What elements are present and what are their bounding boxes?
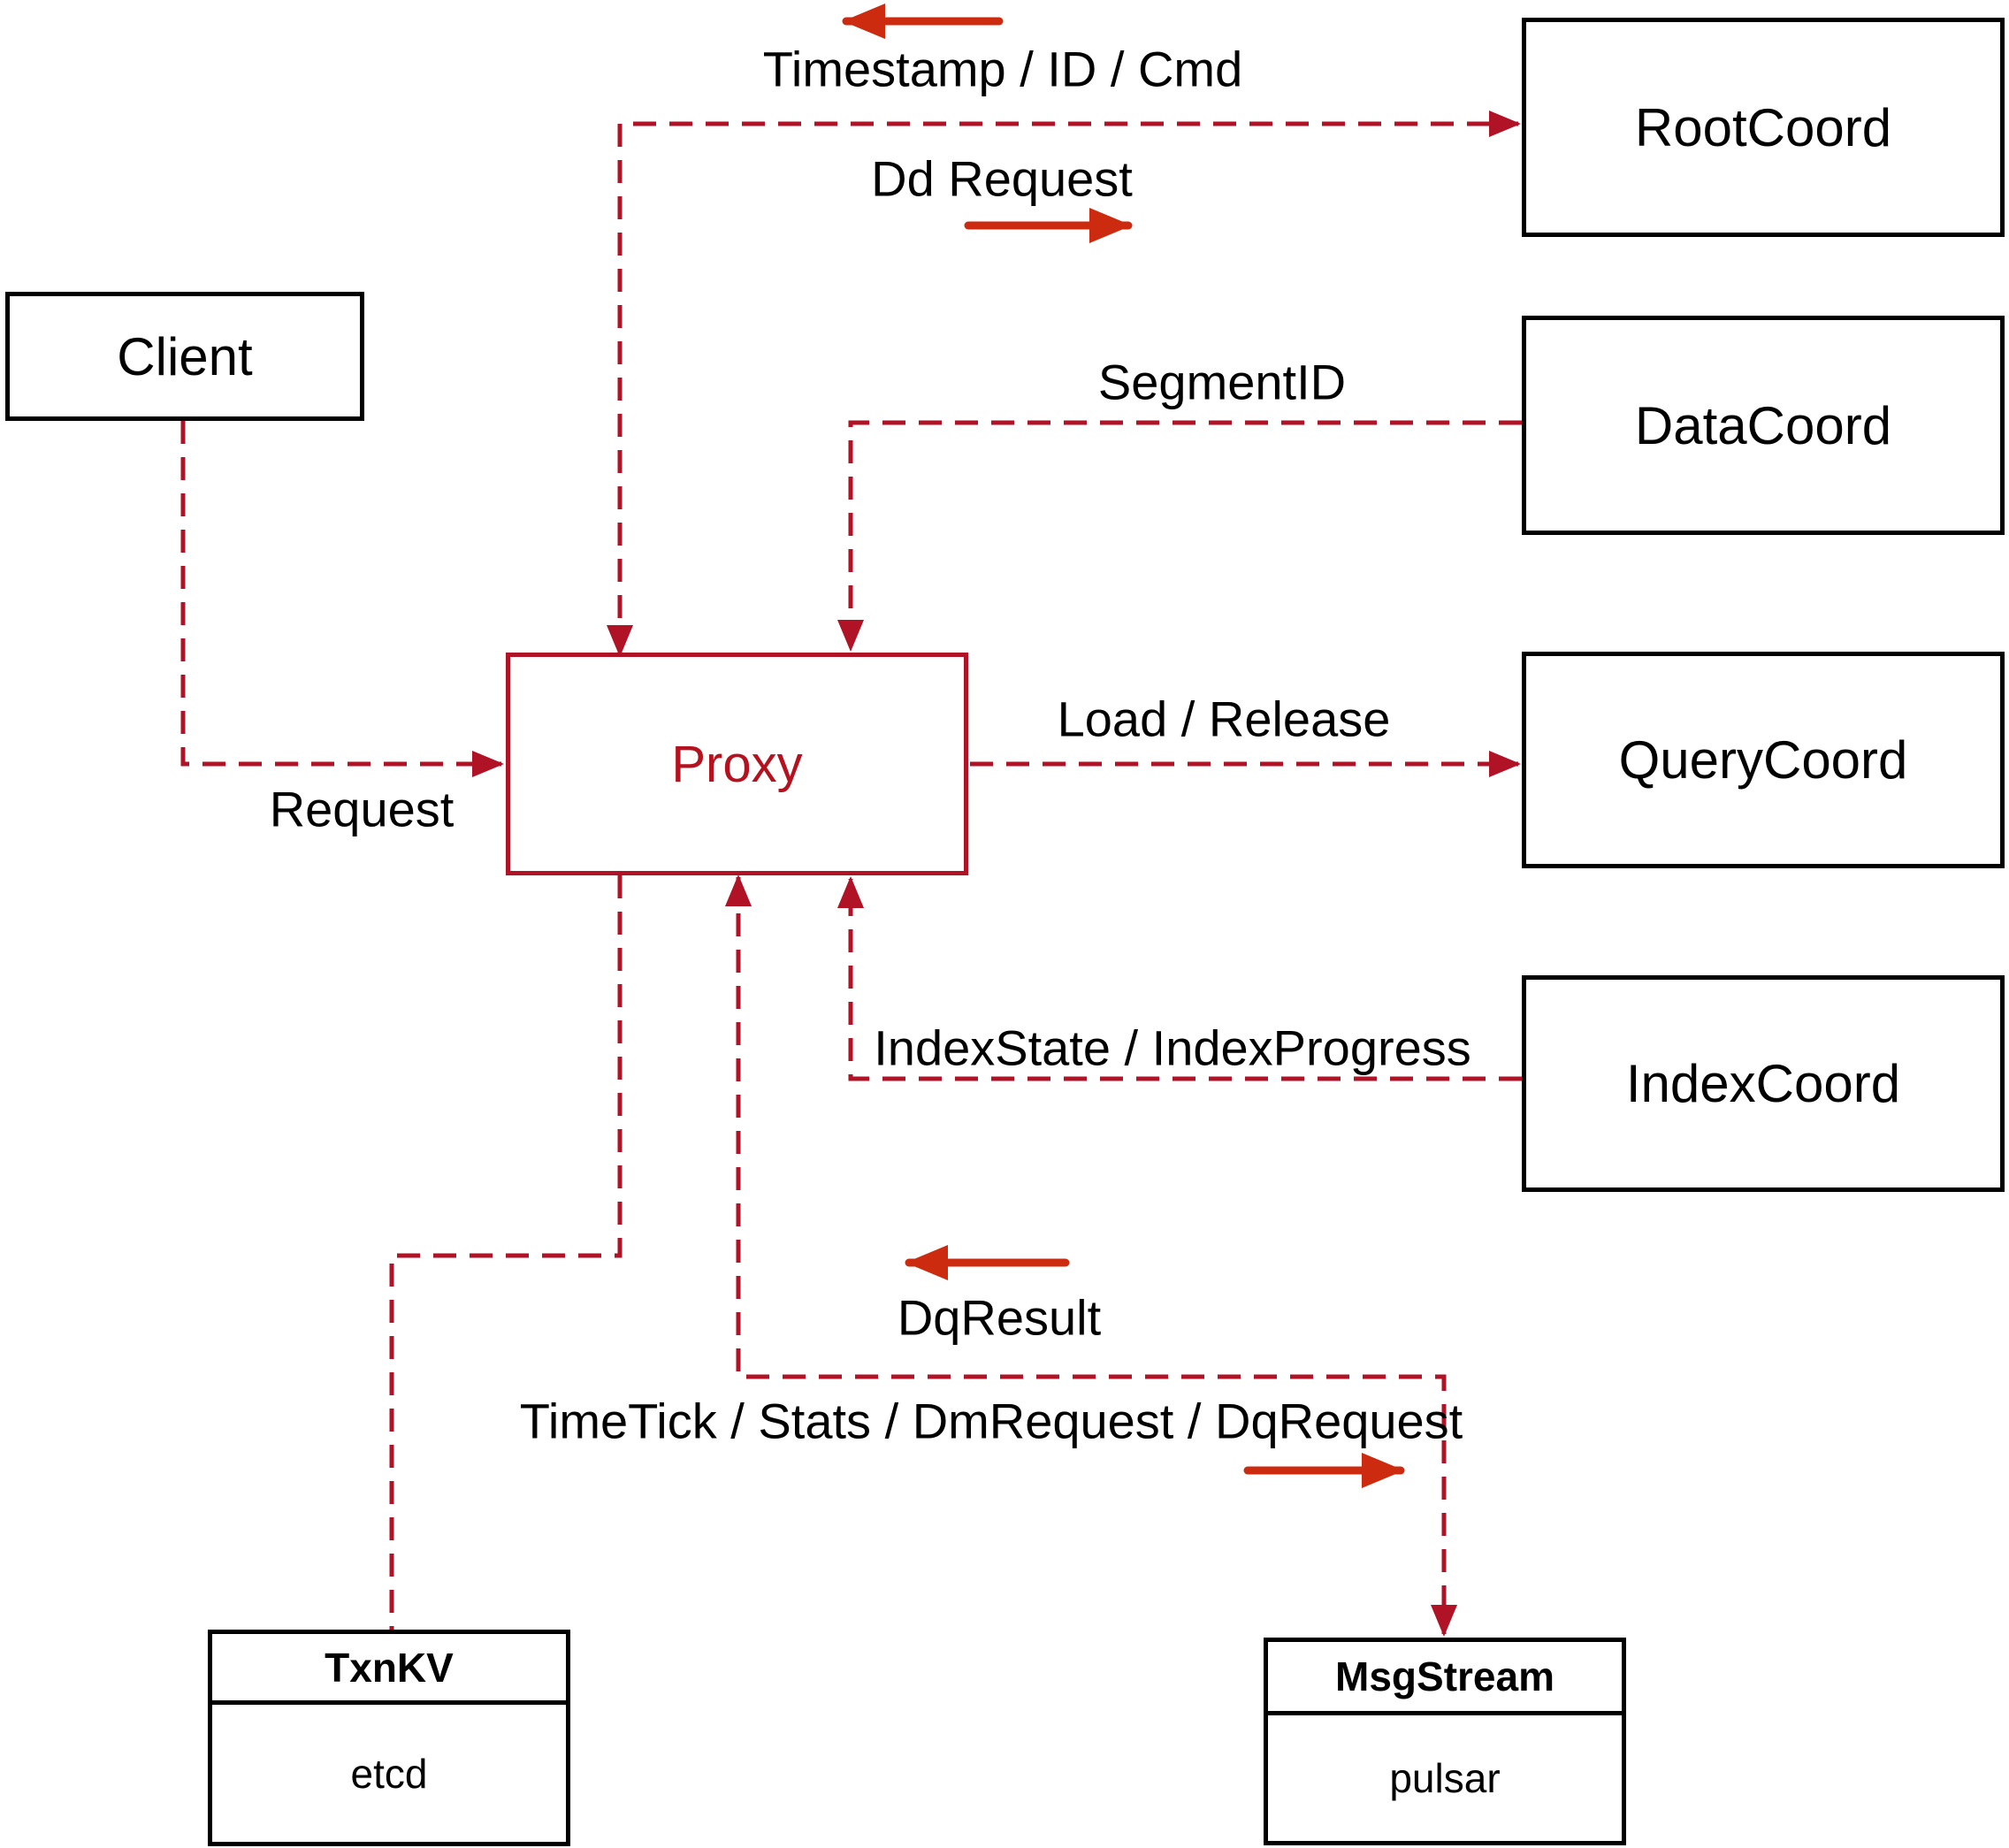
node-client: Client [5, 292, 364, 421]
edge-label-load-release: Load / Release [1057, 691, 1391, 747]
node-indexcoord: IndexCoord [1522, 975, 2005, 1192]
node-txnkv-title: TxnKV [212, 1634, 566, 1705]
edge-datacoord-proxy [837, 420, 1522, 652]
edge-label-timestamp-id-cmd: Timestamp / ID / Cmd [762, 41, 1243, 97]
edge-client-proxy [180, 421, 504, 777]
node-proxy-label: Proxy [671, 735, 803, 793]
edge-proxy-msgstream [725, 874, 1457, 1637]
node-msgstream-title: MsgStream [1268, 1642, 1622, 1715]
edge-proxy-rootcoord [607, 111, 1521, 657]
node-querycoord: QueryCoord [1522, 652, 2005, 868]
node-indexcoord-label: IndexCoord [1625, 1054, 1901, 1113]
edge-label-dd-request: Dd Request [871, 150, 1133, 207]
edge-proxy-txnkv [389, 875, 623, 1630]
node-rootcoord: RootCoord [1522, 18, 2005, 237]
edge-label-request: Request [269, 781, 455, 837]
edge-label-index-state: IndexState / IndexProgress [874, 1019, 1471, 1076]
edge-label-dq-result: DqResult [897, 1289, 1102, 1346]
node-txnkv: TxnKV etcd [208, 1630, 570, 1846]
edge-label-timetick: TimeTick / Stats / DmRequest / DqRequest [519, 1393, 1463, 1449]
edge-label-segment-id: SegmentID [1097, 354, 1347, 410]
node-querycoord-label: QueryCoord [1618, 730, 1908, 790]
node-rootcoord-label: RootCoord [1634, 97, 1892, 157]
node-datacoord: DataCoord [1522, 316, 2005, 535]
node-txnkv-subtitle: etcd [350, 1750, 428, 1797]
node-msgstream: MsgStream pulsar [1264, 1638, 1626, 1845]
node-client-label: Client [117, 326, 253, 386]
node-proxy: Proxy [506, 653, 968, 875]
node-msgstream-subtitle: pulsar [1389, 1755, 1501, 1801]
node-datacoord-label: DataCoord [1634, 395, 1892, 455]
